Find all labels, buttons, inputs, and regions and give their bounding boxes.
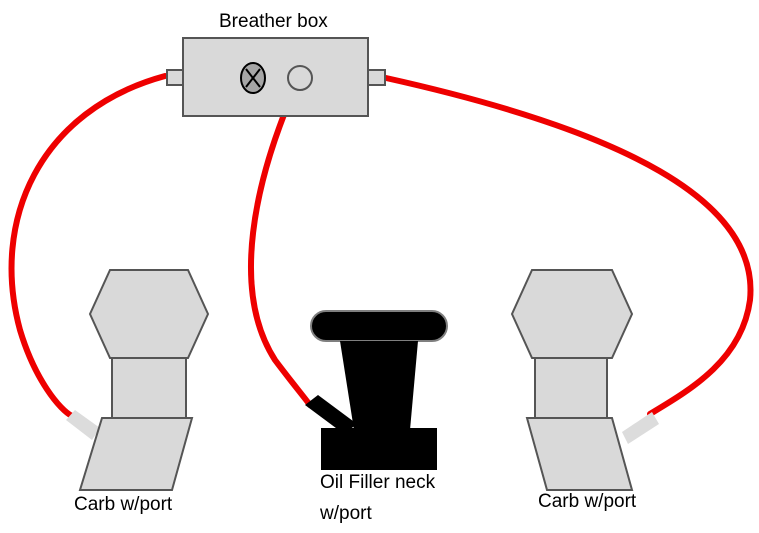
carb-right-port-stub (622, 412, 659, 444)
carb-left-label: Carb w/port (74, 494, 173, 515)
carb-right-neck (534, 357, 608, 419)
oil-filler-label-line2: w/port (320, 503, 372, 524)
carb-left-neck (111, 357, 187, 419)
breather-box-body (182, 37, 369, 117)
breather-box-label: Breather box (219, 11, 328, 32)
carb-left (66, 269, 210, 491)
breather-right-port (367, 69, 386, 86)
carb-right (510, 269, 659, 491)
hose-left (8, 73, 168, 419)
carb-left-hex (88, 269, 210, 359)
oil-filler-body (340, 341, 418, 430)
circle-x-icon (240, 62, 266, 94)
carb-right-label: Carb w/port (538, 491, 637, 512)
hose-middle (248, 85, 313, 408)
open-circle-icon (287, 65, 313, 91)
hose-right (383, 75, 754, 417)
carb-left-body (78, 417, 194, 491)
breather-left-port (166, 69, 185, 86)
carb-right-body (525, 417, 634, 491)
oil-filler-cap (310, 310, 448, 342)
carb-left-port-stub (66, 410, 100, 440)
oil-filler-port (305, 395, 357, 434)
carb-right-hex (510, 269, 634, 359)
breather-box (166, 37, 386, 117)
oil-filler-base (321, 428, 437, 470)
oil-filler-neck (305, 310, 448, 470)
oil-filler-label-line1: Oil Filler neck (320, 472, 436, 493)
